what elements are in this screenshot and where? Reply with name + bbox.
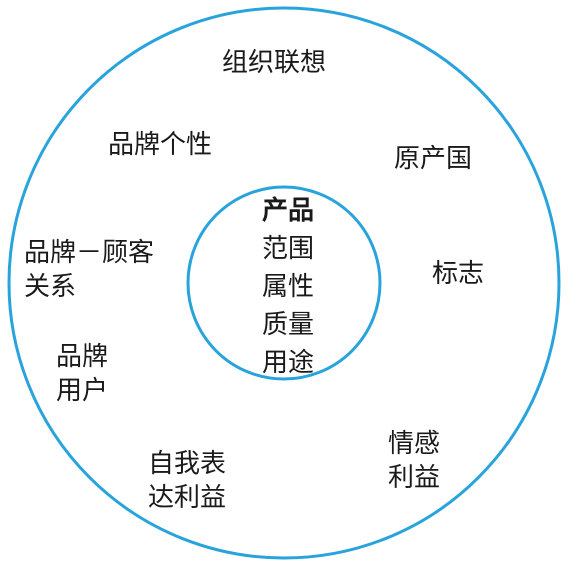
core-title: 产品 (261, 196, 314, 226)
label-personality: 品牌个性 (108, 130, 213, 160)
label-country-of-origin: 原产国 (394, 144, 473, 174)
label-organization: 组织联想 (222, 48, 327, 78)
label-emotional-benefit: 情感 利益 (388, 429, 441, 493)
label-symbol: 标志 (432, 259, 485, 289)
label-self-expression-benefit: 自我表 达利益 (148, 449, 227, 513)
core-item-quality: 质量 (261, 310, 314, 340)
product-core: 产品 范围 属性 质量 用途 (233, 192, 343, 382)
outer-ring (7, 6, 561, 560)
inner-ring (186, 185, 382, 381)
core-item-attributes: 属性 (261, 272, 314, 302)
core-item-uses: 用途 (261, 348, 314, 378)
label-brand-user: 品牌 用户 (56, 342, 109, 406)
core-item-scope: 范围 (261, 234, 314, 264)
label-brand-customer-relationship: 品牌－顾客 关系 (24, 238, 155, 302)
